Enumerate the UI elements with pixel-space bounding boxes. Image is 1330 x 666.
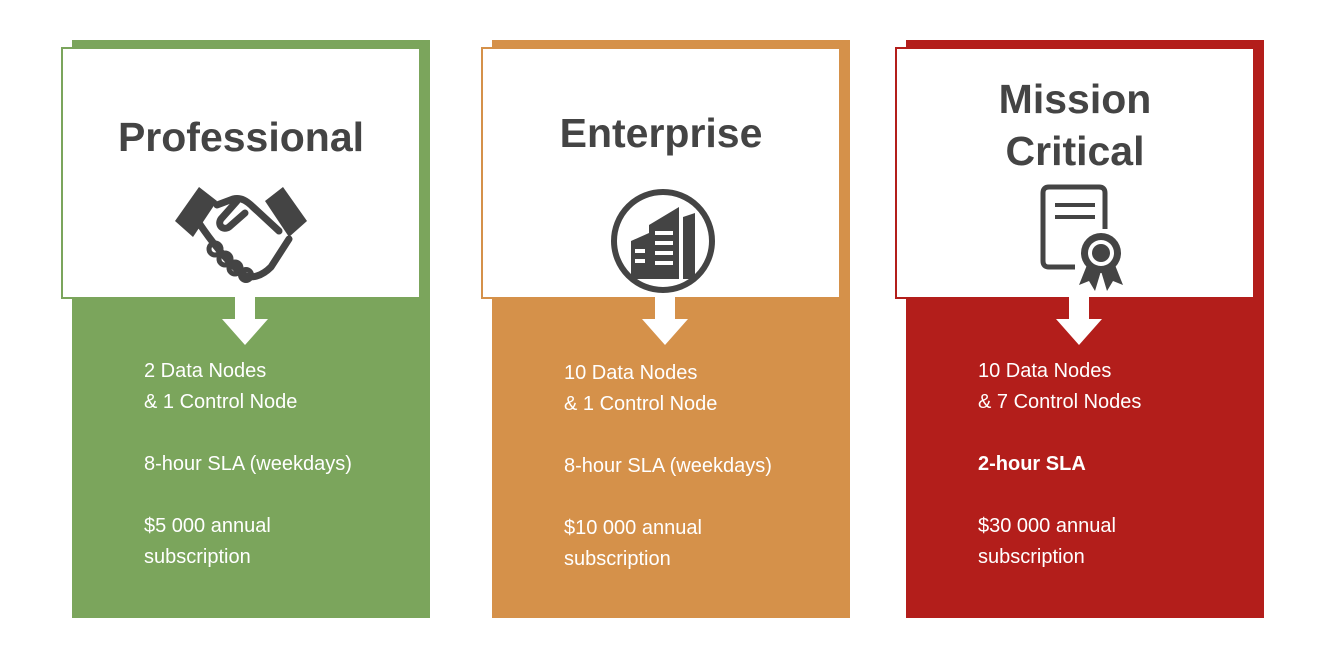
price-line-1: $5 000 annual xyxy=(144,515,271,537)
sla-text: 8-hour SLA (weekdays) xyxy=(144,453,352,475)
tier-header: Enterprise xyxy=(481,47,841,299)
nodes-line-2: & 1 Control Node xyxy=(564,393,718,415)
price-line-2: subscription xyxy=(564,548,671,570)
tier-header: Mission Critical xyxy=(895,47,1255,299)
tier-title: Mission Critical xyxy=(998,76,1152,174)
tier-card-mission-critical: Mission Critical 10 Data Nodes & 7 Contr… xyxy=(895,40,1264,618)
handshake-icon xyxy=(175,187,307,283)
down-arrow-icon xyxy=(642,297,688,345)
nodes-line-1: 10 Data Nodes xyxy=(564,362,698,384)
down-arrow-icon xyxy=(1056,297,1102,345)
tier-card-enterprise: Enterprise 10 Data Nodes & 1 Control Nod… xyxy=(481,40,850,618)
tier-card-professional: Professional 2 Data Nodes & 1 Control No… xyxy=(61,40,430,618)
nodes-line-2: & 7 Control Nodes xyxy=(978,391,1142,413)
building-icon xyxy=(611,189,715,293)
certificate-icon xyxy=(1040,184,1123,291)
nodes-line-1: 10 Data Nodes xyxy=(978,360,1112,382)
tier-header: Professional xyxy=(61,47,421,299)
tier-details: 2 Data Nodes & 1 Control Node 8-hour SLA… xyxy=(144,356,414,573)
price-line-1: $10 000 annual xyxy=(564,517,702,539)
tier-title: Enterprise xyxy=(559,110,763,156)
price-line-2: subscription xyxy=(144,546,251,568)
price-line-1: $30 000 annual xyxy=(978,515,1116,537)
tier-title: Professional xyxy=(117,114,365,160)
sla-text: 8-hour SLA (weekdays) xyxy=(564,455,772,477)
price-line-2: subscription xyxy=(978,546,1085,568)
nodes-line-2: & 1 Control Node xyxy=(144,391,298,413)
sla-text: 2-hour SLA xyxy=(978,453,1086,475)
nodes-line-1: 2 Data Nodes xyxy=(144,360,267,382)
tier-details: 10 Data Nodes & 1 Control Node 8-hour SL… xyxy=(564,358,834,575)
tier-details: 10 Data Nodes & 7 Control Nodes 2-hour S… xyxy=(978,356,1248,573)
down-arrow-icon xyxy=(222,297,268,345)
